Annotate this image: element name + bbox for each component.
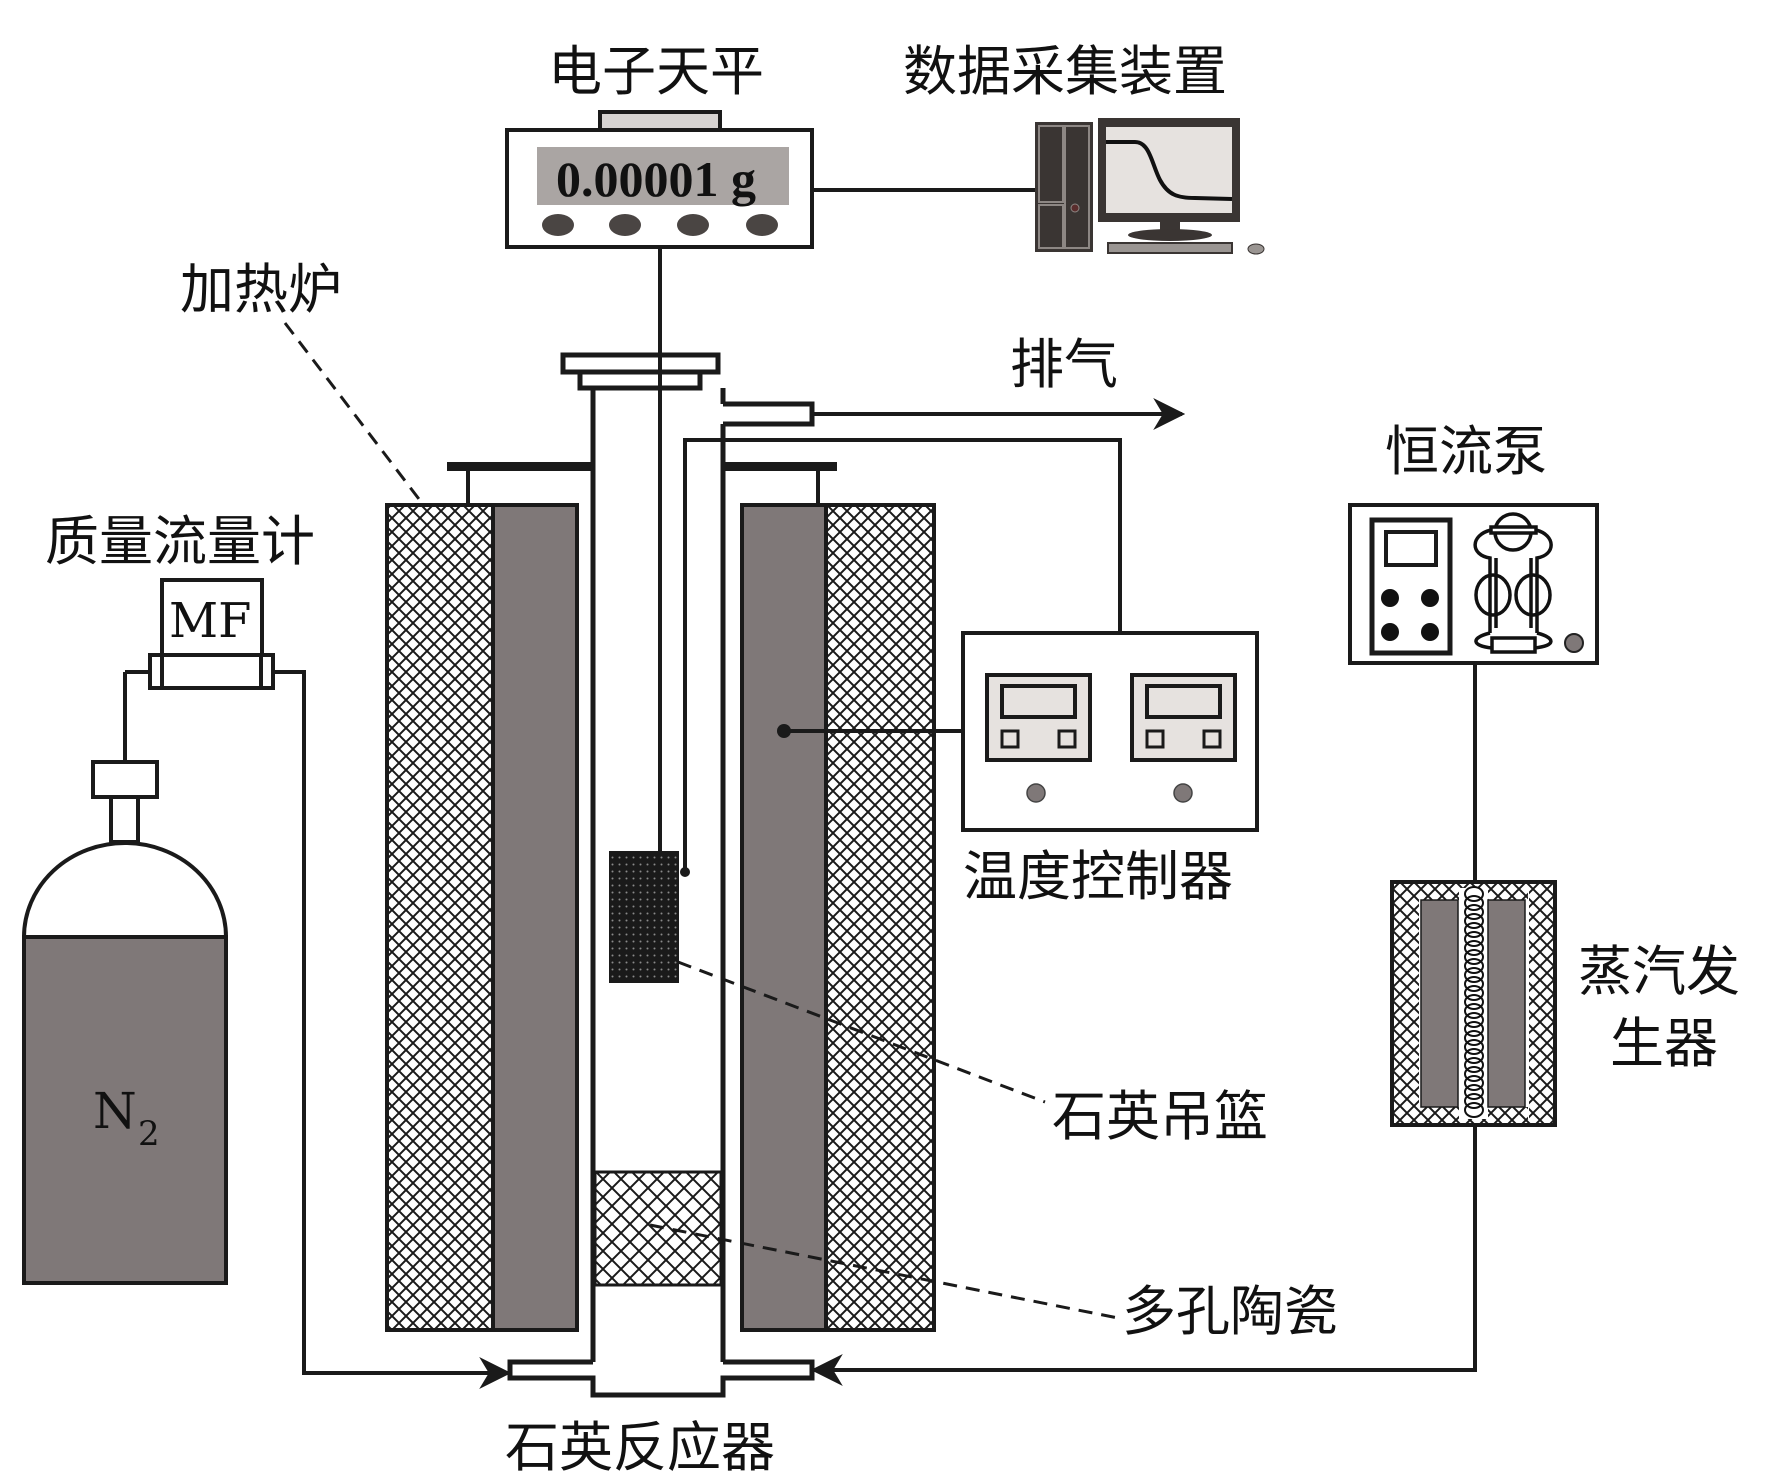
steam-heater-left [1420, 899, 1459, 1108]
mass-flow-controller: MF [148, 578, 275, 690]
pump-button-1 [1381, 589, 1399, 607]
pump-button-4 [1421, 623, 1439, 641]
coil-loop [1464, 1048, 1484, 1064]
controller-meter-1 [985, 673, 1092, 762]
coil-loop [1464, 958, 1484, 974]
steam-generator-label-2: 生器 [1610, 1012, 1718, 1075]
coil-loop [1464, 1039, 1484, 1055]
cylinder-dome [21, 841, 229, 939]
coil-loop [1464, 1057, 1484, 1073]
ceramic-label: 多孔陶瓷 [1122, 1280, 1338, 1343]
coil-loop [1464, 1084, 1484, 1100]
coil-loop [1464, 1075, 1484, 1091]
cylinder-neck [109, 795, 140, 844]
electronic-balance: 0.00001 g [505, 110, 814, 249]
coil-loop [1464, 994, 1484, 1010]
pc-keyboard [1107, 242, 1233, 254]
sample-thermocouple-wire [683, 438, 1122, 870]
pc-mouse [1247, 243, 1265, 255]
mfc-flange [148, 653, 275, 690]
furnace-insulation-left [385, 503, 495, 1332]
balance-button-4 [746, 214, 778, 236]
coil-loop [1464, 1093, 1484, 1109]
temp-controller-label: 温度控制器 [963, 845, 1233, 908]
reactor-label: 石英反应器 [505, 1416, 775, 1476]
mfc-box [160, 578, 264, 657]
steam-generator-label-1: 蒸汽发 [1578, 940, 1740, 1003]
constant-flow-pump [1348, 503, 1599, 665]
pump-display [1384, 530, 1438, 567]
tg-curve [1106, 140, 1233, 201]
pump-head-icon [1473, 512, 1553, 654]
balance-label: 电子天平 [548, 40, 764, 103]
coil-loop [1464, 976, 1484, 992]
controller-knob-2 [1173, 783, 1193, 803]
coil-loop [1464, 1066, 1484, 1082]
coil-loop [1464, 985, 1484, 1001]
ceramic-leader [649, 1223, 1119, 1320]
balance-button-1 [542, 214, 574, 236]
coil-loop [1464, 904, 1484, 920]
gas-subscript: 2 [138, 1114, 160, 1154]
quartz-basket [609, 851, 679, 983]
coil-loop [1464, 1102, 1484, 1118]
coil-loop [1464, 922, 1484, 938]
temperature-controller [961, 631, 1259, 832]
cylinder-body [22, 935, 228, 1285]
furnace-bar-left [447, 462, 593, 471]
balance-button-2 [609, 214, 641, 236]
pump-knob [1564, 633, 1584, 653]
balance-button-3 [677, 214, 709, 236]
reactor-top-flange [560, 352, 721, 375]
controller-meter-2 [1130, 673, 1237, 762]
coil-loop [1464, 1012, 1484, 1028]
pump-label: 恒流泵 [1385, 420, 1547, 483]
pump-button-2 [1421, 589, 1439, 607]
steam-coil [1462, 886, 1486, 1119]
furnace-heater-right [740, 503, 828, 1332]
balance-display [537, 147, 789, 205]
coil-loop [1464, 949, 1484, 965]
heating-furnace [385, 462, 936, 1332]
balance-pan [598, 110, 722, 132]
gas-label: N [93, 1082, 137, 1140]
daq-label: 数据采集装置 [903, 40, 1227, 103]
exhaust-port [723, 401, 815, 427]
furnace-leader [283, 322, 427, 508]
reactor-bottom-flange [507, 1359, 815, 1398]
mfc-to-reactor-line [273, 670, 512, 1389]
furnace-insulation-right [824, 503, 936, 1332]
steam-heater-right [1487, 899, 1526, 1108]
nitrogen-cylinder: N 2 [21, 760, 229, 1285]
coil-loop [1464, 931, 1484, 947]
porous-ceramic [593, 1170, 723, 1287]
steam-generator [1390, 880, 1557, 1127]
exhaust-label: 排气 [1010, 333, 1118, 396]
pump-button-3 [1381, 623, 1399, 641]
coil-loop [1464, 1030, 1484, 1046]
furnace-label: 加热炉 [180, 258, 342, 321]
mfc-box-label: MF [169, 593, 251, 649]
coil-loop [1464, 886, 1484, 902]
controller-knob-1 [1026, 783, 1046, 803]
coil-loop [1464, 967, 1484, 983]
furnace-bar-right [723, 462, 837, 471]
coil-loop [1464, 940, 1484, 956]
basket-leader [677, 960, 1046, 1104]
computer-icon [1035, 118, 1265, 255]
balance-reading: 0.00001 g [556, 151, 756, 207]
coil-loop [1464, 913, 1484, 929]
furnace-heater-left [491, 503, 579, 1332]
reactor-top-cap [577, 369, 703, 391]
coil-loop [1464, 1003, 1484, 1019]
mfc-label: 质量流量计 [45, 510, 315, 573]
basket-label: 石英吊篮 [1052, 1085, 1268, 1148]
coil-loop [1464, 895, 1484, 911]
steam-to-reactor-line [810, 1125, 1477, 1386]
cylinder-valve [91, 760, 159, 799]
coil-loop [1464, 1021, 1484, 1037]
